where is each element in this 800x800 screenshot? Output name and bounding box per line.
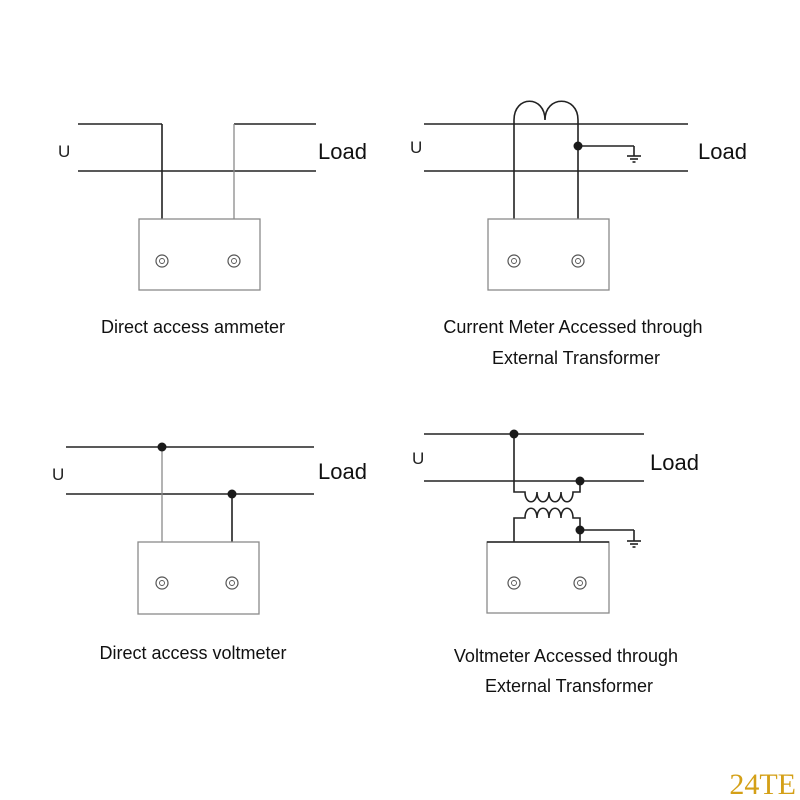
panel-direct-ammeter: U Load Direct access ammeter [58,123,367,337]
terminal-left [155,254,169,268]
primary-winding [513,434,581,503]
u-label: U [410,138,422,157]
terminal-right [225,576,239,590]
junction-dot-top [157,442,167,452]
terminal-right [227,254,241,268]
terminal-left [507,576,521,590]
junction-dot-ground [575,525,585,535]
caption: Direct access ammeter [101,317,285,337]
transformer-coil [513,100,579,261]
u-label: U [52,465,64,484]
load-label: Load [650,450,699,475]
junction-dot-bottom [227,489,237,499]
u-label: U [58,142,70,161]
terminal-left [155,576,169,590]
secondary-winding [513,507,581,583]
meter-box [487,218,610,291]
junction-dot-top [509,429,519,439]
ground-icon [627,540,641,548]
meter-box [486,541,610,614]
panel-direct-voltmeter: U Load Direct access voltmeter [52,442,367,663]
watermark: 24TE [729,768,796,800]
meter-box [137,541,260,615]
ground-icon [627,155,641,163]
junction-dot [573,141,583,151]
terminal-left [507,254,521,268]
terminal-right [573,576,587,590]
caption-line-1: Current Meter Accessed through [443,317,702,337]
load-label: Load [318,459,367,484]
terminal-right [571,254,585,268]
load-label: Load [318,139,367,164]
junction-dot-bottom [575,476,585,486]
load-label: Load [698,139,747,164]
meter-box [138,218,261,291]
caption-line-2: External Transformer [492,348,660,368]
panel-transformer-voltmeter: U Load Voltmeter Accessed through Extern… [412,429,699,696]
panel-transformer-ammeter: U Load Current Meter Accessed through Ex… [410,100,747,368]
caption: Direct access voltmeter [99,643,286,663]
caption-line-1: Voltmeter Accessed through [454,646,678,666]
u-label: U [412,449,424,468]
caption-line-2: External Transformer [485,676,653,696]
